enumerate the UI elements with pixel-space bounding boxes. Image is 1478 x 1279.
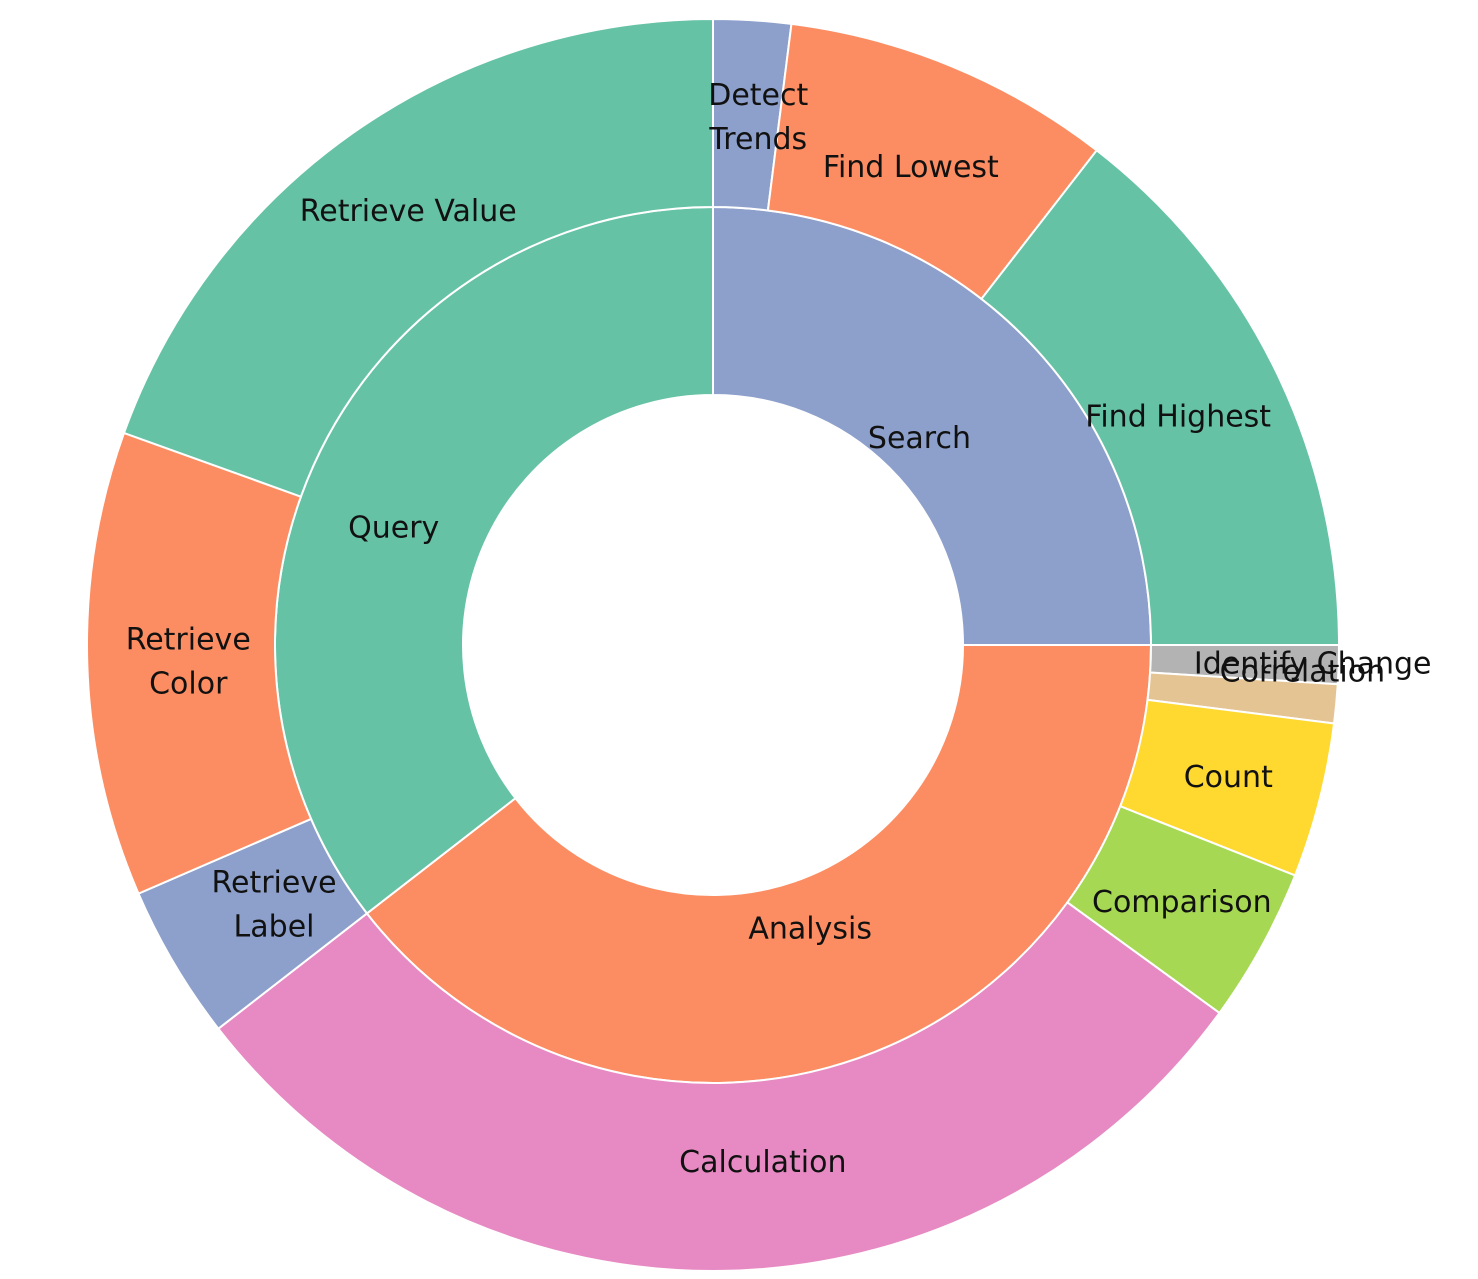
outer-label-identify-change: Identify Change xyxy=(1194,646,1432,681)
inner-label-search: Search xyxy=(868,421,971,456)
outer-label-retrieve-value: Retrieve Value xyxy=(300,194,517,229)
outer-label-find-lowest: Find Lowest xyxy=(823,150,999,185)
inner-label-analysis: Analysis xyxy=(748,911,872,946)
outer-wedge-calculation[interactable] xyxy=(216,901,1221,1272)
sunburst-wedges xyxy=(86,17,1341,1272)
outer-label-find-highest: Find Highest xyxy=(1085,400,1271,435)
outer-label-count: Count xyxy=(1184,760,1273,795)
outer-wedge-retrieve-value[interactable] xyxy=(122,17,714,498)
outer-label-correlation: Correlation xyxy=(1220,654,1385,689)
inner-label-query: Query xyxy=(348,511,439,546)
outer-label-comparison: Comparison xyxy=(1092,885,1272,920)
outer-wedge-find-highest[interactable] xyxy=(980,148,1341,646)
outer-label-calculation: Calculation xyxy=(679,1145,846,1180)
